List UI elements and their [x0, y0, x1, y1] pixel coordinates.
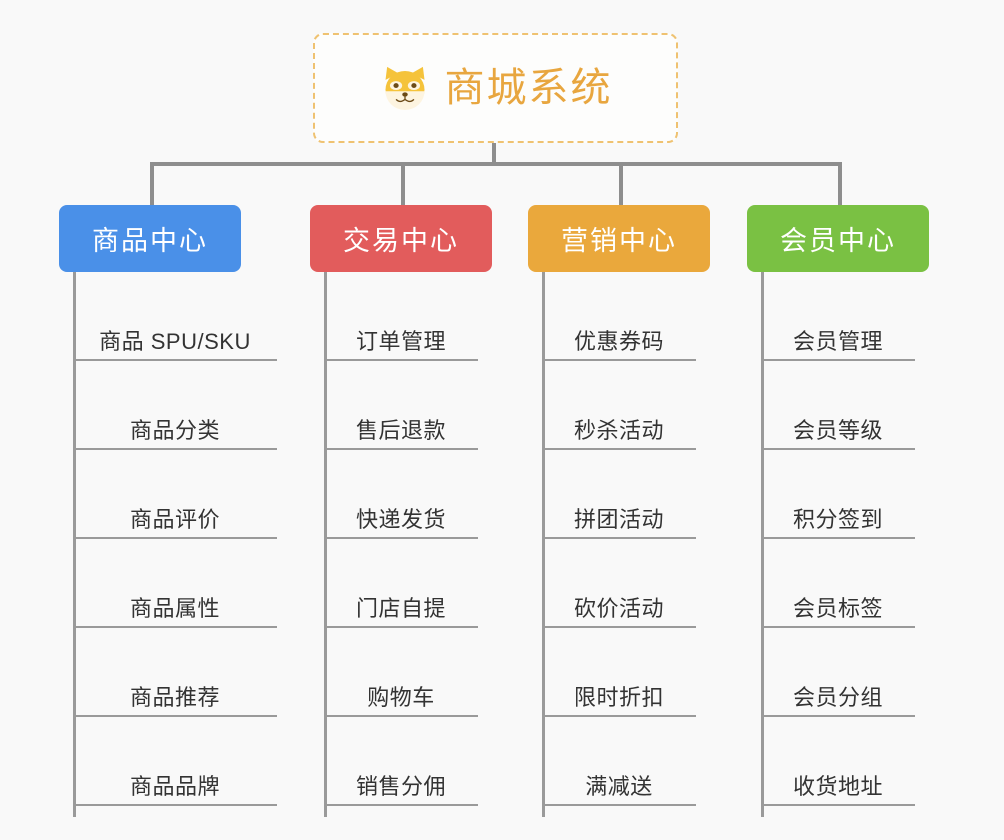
leaf-item-label: 会员分组	[792, 684, 883, 710]
connector-drop-4	[838, 162, 842, 205]
leaf-item-label: 门店自提	[355, 595, 446, 621]
shiba-inu-icon	[379, 62, 431, 114]
leaf-item[interactable]: 购物车	[324, 628, 478, 717]
leaf-item[interactable]: 商品分类	[73, 361, 277, 450]
leaf-item[interactable]: 会员标签	[761, 539, 915, 628]
leaf-item-label: 订单管理	[355, 328, 446, 354]
leaf-item[interactable]: 商品推荐	[73, 628, 277, 717]
category-box-3[interactable]: 营销中心	[528, 205, 710, 272]
leaf-item[interactable]: 会员等级	[761, 361, 915, 450]
leaf-item-label: 限时折扣	[573, 684, 664, 710]
category-box-4[interactable]: 会员中心	[747, 205, 929, 272]
category-title: 交易中心	[343, 226, 459, 256]
leaf-item-label: 收货地址	[792, 773, 883, 799]
leaf-item[interactable]: 售后退款	[324, 361, 478, 450]
leaf-item-label: 快递发货	[355, 506, 446, 532]
column-rail	[73, 272, 76, 817]
connector-drop-1	[150, 162, 154, 205]
leaf-item[interactable]: 会员管理	[761, 272, 915, 361]
leaf-item[interactable]: 限时折扣	[542, 628, 696, 717]
leaf-item[interactable]: 积分签到	[761, 450, 915, 539]
category-title: 商品中心	[92, 226, 208, 256]
connector-root-stem	[492, 143, 496, 164]
leaf-item[interactable]: 秒杀活动	[542, 361, 696, 450]
leaf-item[interactable]: 销售分佣	[324, 717, 478, 806]
root-title: 商城系统	[444, 66, 613, 110]
leaf-item[interactable]: 拼团活动	[542, 450, 696, 539]
column-rail	[761, 272, 764, 817]
category-box-2[interactable]: 交易中心	[310, 205, 492, 272]
connector-horizontal-bus	[150, 162, 840, 166]
leaf-item-label: 秒杀活动	[573, 417, 664, 443]
root-node-mall-system[interactable]: 商城系统	[313, 33, 678, 143]
leaf-item[interactable]: 商品 SPU/SKU	[73, 272, 277, 361]
leaf-item-label: 会员管理	[792, 328, 883, 354]
leaf-item-label: 售后退款	[355, 417, 446, 443]
leaf-item-label: 拼团活动	[573, 506, 664, 532]
leaf-item-label: 会员等级	[792, 417, 883, 443]
leaf-item-label: 商品推荐	[129, 684, 220, 710]
column-rail	[542, 272, 545, 817]
leaf-item-label: 商品属性	[129, 595, 220, 621]
leaf-item-label: 砍价活动	[573, 595, 664, 621]
leaf-item[interactable]: 快递发货	[324, 450, 478, 539]
category-title: 营销中心	[561, 226, 677, 256]
leaf-item[interactable]: 优惠券码	[542, 272, 696, 361]
leaf-item[interactable]: 砍价活动	[542, 539, 696, 628]
leaf-item[interactable]: 商品属性	[73, 539, 277, 628]
leaf-item[interactable]: 收货地址	[761, 717, 915, 806]
leaf-item-label: 满减送	[585, 773, 653, 799]
leaf-item[interactable]: 订单管理	[324, 272, 478, 361]
connector-drop-2	[401, 162, 405, 205]
leaf-item-label: 销售分佣	[355, 773, 446, 799]
leaf-item-label: 商品品牌	[129, 773, 220, 799]
leaf-item-label: 积分签到	[792, 506, 883, 532]
leaf-item-label: 会员标签	[792, 595, 883, 621]
leaf-item-label: 商品分类	[129, 417, 220, 443]
connector-drop-3	[619, 162, 623, 205]
leaf-item-label: 商品 SPU/SKU	[99, 328, 251, 354]
leaf-item[interactable]: 商品品牌	[73, 717, 277, 806]
leaf-item-label: 商品评价	[129, 506, 220, 532]
column-rail	[324, 272, 327, 817]
leaf-item[interactable]: 会员分组	[761, 628, 915, 717]
category-box-1[interactable]: 商品中心	[59, 205, 241, 272]
category-title: 会员中心	[780, 226, 896, 256]
leaf-item-label: 购物车	[367, 684, 435, 710]
leaf-item-label: 优惠券码	[573, 328, 664, 354]
leaf-item[interactable]: 商品评价	[73, 450, 277, 539]
leaf-item[interactable]: 满减送	[542, 717, 696, 806]
leaf-item[interactable]: 门店自提	[324, 539, 478, 628]
root-node-content: 商城系统	[379, 62, 613, 114]
